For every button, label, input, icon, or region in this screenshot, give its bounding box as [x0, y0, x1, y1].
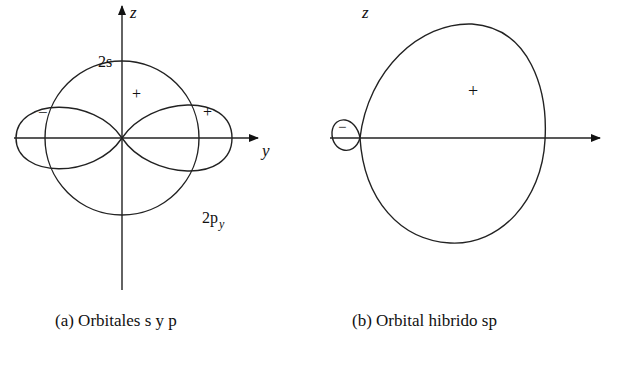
- sign-label: +: [203, 104, 212, 120]
- y-axis: [14, 137, 258, 138]
- orbital-label: 2s: [98, 54, 112, 70]
- axis-label: z: [362, 4, 369, 21]
- axis-label: y: [262, 142, 270, 159]
- sign-label: +: [468, 82, 478, 100]
- p-lobe: [122, 105, 232, 171]
- caption-label: (a) Orbitales s y p: [55, 312, 177, 329]
- subscript-label: y: [219, 218, 224, 230]
- axis-label: z: [130, 4, 137, 21]
- axis: [330, 137, 600, 138]
- orbital-label: 2p: [202, 210, 218, 226]
- z-axis: [121, 6, 122, 290]
- caption-label: (b) Orbital hibrido sp: [352, 312, 497, 329]
- sign-label: +: [132, 86, 141, 102]
- sign-label: −: [338, 120, 346, 135]
- p-lobe: [16, 107, 122, 169]
- sp-large-lobe: [360, 24, 545, 243]
- sp-small-lobe: [332, 120, 360, 150]
- sign-label: −: [38, 104, 48, 121]
